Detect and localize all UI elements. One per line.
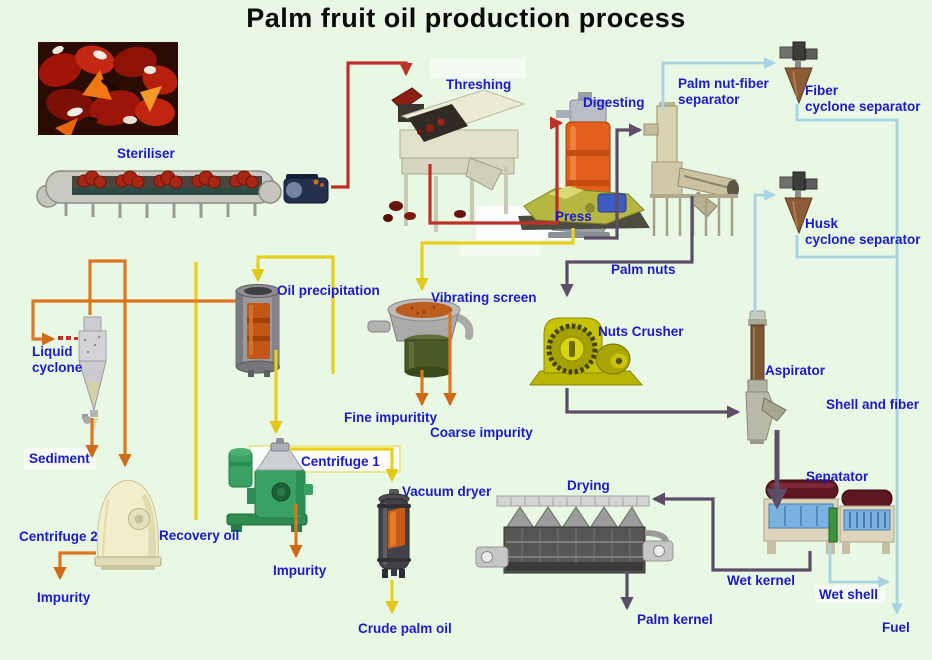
label-threshing: Threshing <box>446 77 512 92</box>
label-fuel: Fuel <box>882 620 910 635</box>
line-centrifuge-2-to-impurity <box>53 551 96 581</box>
label-fine-impurity: Fine impuritity <box>344 410 438 425</box>
line-aspirator-to-husk-cyclone <box>753 189 776 318</box>
threshing-machine <box>383 87 526 232</box>
line-threshing-to-digesting <box>428 116 564 225</box>
line-sepatator-to-drying-wet-kernel <box>651 492 812 572</box>
label-line: separator <box>678 92 740 107</box>
line-separator-to-fiber-cyclone <box>661 57 776 110</box>
label-palm-nuts: Palm nuts <box>611 262 676 277</box>
label-impurity-centrifuge-1: Impurity <box>273 563 327 578</box>
drying-machine <box>475 495 674 574</box>
label-centrifuge-1: Centrifuge 1 <box>301 454 380 469</box>
label-recovery-oil: Recovery oil <box>159 528 240 543</box>
page-title: Palm fruit oil production process <box>246 3 686 33</box>
label-palm-kernel: Palm kernel <box>637 612 713 627</box>
line-separator-to-nuts-crusher <box>560 196 694 298</box>
line-fiber-cyclone-to-fuel <box>795 104 903 615</box>
line-press-to-nut-fiber-separator <box>584 123 643 240</box>
label-husk-cyclone-separator: Husk cyclone separator <box>805 216 921 248</box>
label-centrifuge-2: Centrifuge 2 <box>19 529 98 544</box>
label-steriliser: Steriliser <box>117 146 175 161</box>
label-press: Press <box>555 209 592 224</box>
line-precipitation-to-liquid-cyclone <box>31 299 236 346</box>
label-shell-and-fiber: Shell and fiber <box>826 397 920 412</box>
label-sediment: Sediment <box>29 451 90 466</box>
nuts-crusher-machine <box>529 317 644 386</box>
aspirator-machine <box>745 310 787 444</box>
label-oil-precipitation: Oil precipitation <box>277 283 380 298</box>
label-digesting: Digesting <box>583 95 645 110</box>
label-liquid-cyclone: Liquid cyclone <box>32 344 82 376</box>
steriliser-machine <box>36 170 329 218</box>
label-nuts-crusher: Nuts Crusher <box>598 324 684 339</box>
line-sepatator-wet-shell <box>828 545 890 588</box>
oil-precipitation-machine <box>235 284 280 377</box>
label-aspirator: Aspirator <box>765 363 826 378</box>
label-vacuum-dryer: Vacuum dryer <box>402 484 492 499</box>
label-line: cyclone <box>32 360 83 375</box>
label-impurity-centrifuge-2: Impurity <box>37 590 91 605</box>
line-husk-cyclone-to-shell-line <box>795 235 896 259</box>
label-line: Palm nut-fiber <box>678 76 769 91</box>
line-screen-to-oil-precipitation <box>251 255 335 374</box>
label-coarse-impurity: Coarse impurity <box>430 425 533 440</box>
label-fiber-cyclone-separator: Fiber cyclone separator <box>805 83 921 115</box>
label-drying: Drying <box>567 478 610 493</box>
label-crude-palm-oil: Crude palm oil <box>358 621 452 636</box>
label-line: Husk <box>805 216 839 231</box>
line-steriliser-to-threshing <box>331 61 413 189</box>
centrifuge-2-machine <box>94 479 162 570</box>
line-press-to-vibrating-screen <box>415 228 575 292</box>
palm-nut-fiber-separator-machine <box>643 102 739 236</box>
label-sepatator: Sepatator <box>806 469 869 484</box>
label-wet-kernel: Wet kernel <box>727 573 796 588</box>
label-palm-nut-fiber-separator: Palm nut-fiber separator <box>678 76 769 108</box>
label-line: cyclone separator <box>805 99 921 114</box>
line-crusher-to-aspirator <box>565 388 741 419</box>
label-wet-shell: Wet shell <box>819 587 879 602</box>
vacuum-dryer-machine <box>377 489 411 578</box>
line-cyclone-to-centrifuge-2 <box>88 259 132 468</box>
vibrating-screen-machine <box>367 298 474 378</box>
centrifuge-1-machine <box>226 438 313 532</box>
label-line: cyclone separator <box>805 232 921 247</box>
line-centrifuge-1-to-vacuum-dryer <box>289 447 399 483</box>
label-line: Liquid <box>32 344 73 359</box>
flow-lines <box>31 57 903 615</box>
label-line: Fiber <box>805 83 839 98</box>
palm-fruit-photo <box>38 42 178 135</box>
sepatator-machine <box>763 479 895 554</box>
label-vibrating-screen: Vibrating screen <box>431 290 537 305</box>
